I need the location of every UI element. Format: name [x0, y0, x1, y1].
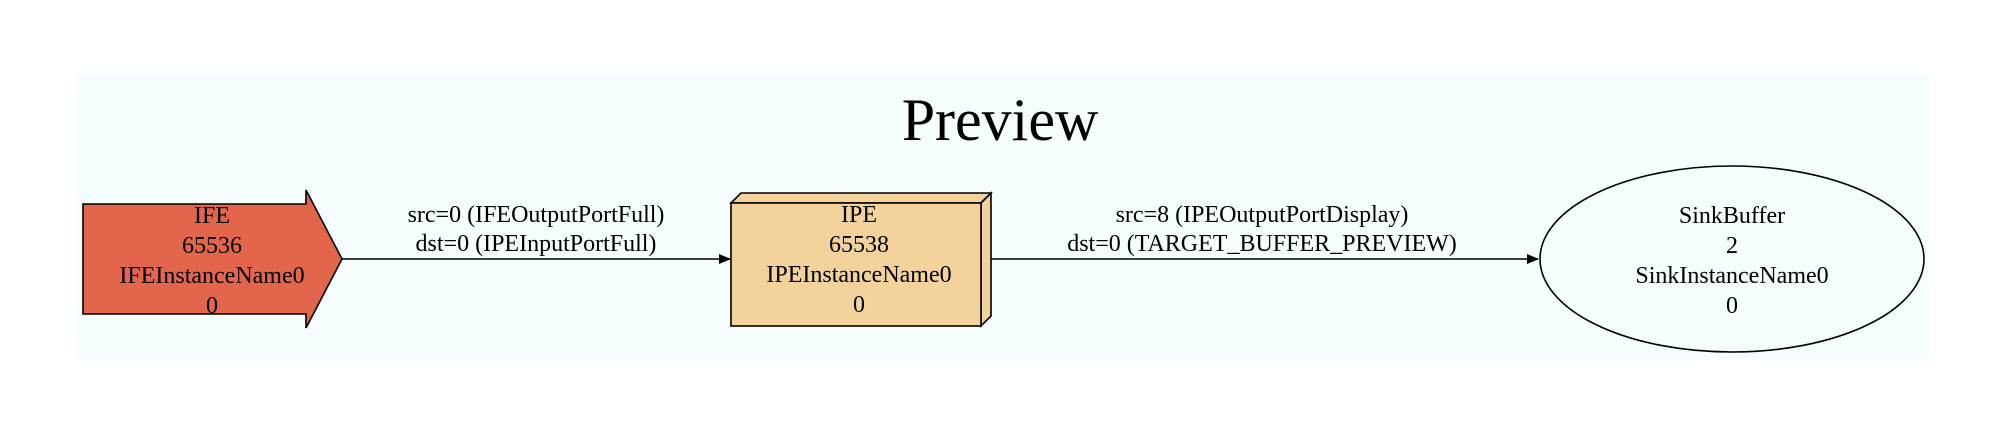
sinkbuffer-ellipse [1539, 165, 1925, 353]
node-ipe[interactable]: IPE 65538 IPEInstanceName0 0 [729, 191, 993, 328]
node-label-line: IPEInstanceName0 [766, 262, 951, 288]
node-label-line: SinkInstanceName0 [1635, 263, 1828, 289]
edge-label-dst: dst=0 (TARGET_BUFFER_PREVIEW) [1067, 231, 1457, 257]
node-label-line: SinkBuffer [1679, 203, 1785, 229]
ife-arrow-shape [82, 189, 343, 329]
node-label-line: 0 [853, 292, 865, 318]
node-label-line: IPE [841, 202, 877, 228]
edge-label-src: src=8 (IPEOutputPortDisplay) [1116, 202, 1409, 228]
node-label-line: 65538 [829, 232, 889, 258]
node-label-line: 0 [206, 293, 218, 319]
node-sinkbuffer[interactable]: SinkBuffer 2 SinkInstanceName0 0 [1539, 165, 1925, 353]
cluster-title: Preview [902, 87, 1099, 153]
ipe-box-side [980, 191, 992, 328]
node-label-line: 0 [1726, 293, 1738, 319]
node-label-line: IFEInstanceName0 [119, 263, 304, 289]
node-label-line: IFE [194, 203, 230, 229]
ipe-box-front [730, 202, 982, 327]
node-label-line: 2 [1726, 233, 1738, 259]
edge-ipe-to-sinkbuffer: src=8 (IPEOutputPortDisplay) dst=0 (TARG… [990, 202, 1539, 264]
node-label-line: 65536 [182, 233, 242, 259]
edge-label-src: src=0 (IFEOutputPortFull) [408, 202, 665, 228]
node-ife[interactable]: IFE 65536 IFEInstanceName0 0 [82, 189, 343, 329]
edge-ife-to-ipe: src=0 (IFEOutputPortFull) dst=0 (IPEInpu… [342, 202, 731, 264]
edge-label-dst: dst=0 (IPEInputPortFull) [416, 231, 657, 257]
